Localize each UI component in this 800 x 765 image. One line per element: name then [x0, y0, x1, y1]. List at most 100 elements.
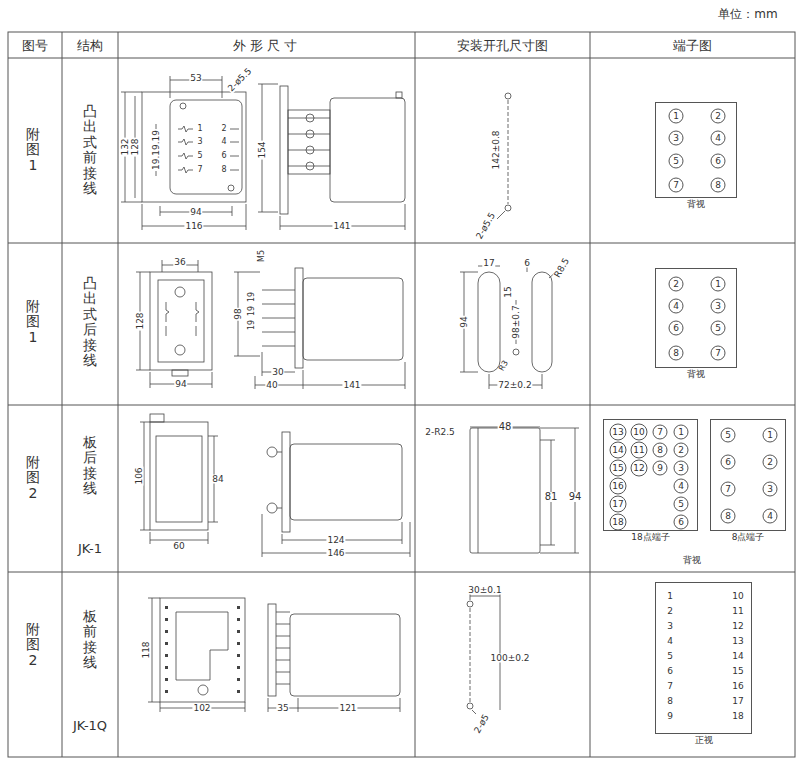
dimension-label: 141 [342, 381, 361, 390]
terminal-circle: 18 [609, 513, 627, 531]
row-heading: 附图1 [26, 299, 40, 345]
terminal-number: 3 [678, 464, 684, 473]
terminal-circle: 6 [720, 454, 736, 470]
row-heading: 凸出式后接线 [83, 276, 97, 368]
terminal-number: 17 [732, 697, 743, 706]
terminal-number: 10 [732, 592, 743, 601]
dimension-label: 2 [220, 125, 227, 133]
terminal-number: 14 [612, 446, 623, 455]
terminal-number: 14 [732, 652, 743, 661]
terminal-number: 17 [612, 500, 623, 509]
terminal-number: 8 [667, 697, 673, 706]
terminal-number: 8 [673, 349, 679, 358]
dimension-label: R8.5 [552, 256, 571, 280]
terminal-circle: 1 [673, 424, 689, 440]
row-heading: 板后接线 [83, 435, 97, 497]
header-cell: 外 形 尺 寸 [232, 39, 298, 52]
terminal-circle: 7 [710, 345, 726, 361]
terminal-number: 10 [633, 428, 644, 437]
terminal-circle: 5 [673, 496, 689, 512]
terminal-number: 4 [767, 512, 773, 521]
dimension-label: 60 [172, 542, 185, 551]
dimension-label: 背视 [682, 556, 702, 565]
dimension-label: 94 [568, 492, 583, 502]
dimension-label: 30 [271, 368, 284, 377]
terminal-circle: 15 [609, 459, 627, 477]
dimension-label: 3 [196, 138, 203, 146]
dimension-label: 1 [196, 125, 203, 133]
dimension-label: 2-ø5.5 [226, 66, 254, 94]
dimension-label: 81 [544, 492, 559, 502]
terminal-circle: 3 [762, 481, 778, 497]
terminal-number: 1 [678, 428, 684, 437]
terminal-circle: 2 [673, 442, 689, 458]
terminal-circle: 6 [668, 320, 684, 336]
outline-drawings [121, 76, 579, 714]
dimension-label: 2-ø5.5 [474, 210, 497, 241]
view-caption: 背视 [687, 370, 705, 379]
terminal-circle: 4 [710, 130, 726, 146]
dimension-label: 106 [135, 466, 144, 485]
terminal-number: 5 [715, 324, 721, 333]
dimension-label: 40 [265, 381, 278, 390]
terminal-number: 1 [667, 592, 673, 601]
dimension-label: 94 [460, 315, 469, 328]
terminal-number: 2 [667, 607, 673, 616]
terminal-number: 7 [657, 428, 663, 437]
terminal-number: 1 [767, 431, 773, 440]
terminal-circle: 5 [710, 320, 726, 336]
terminal-number: 16 [612, 482, 623, 491]
terminal-number: 2 [767, 458, 773, 467]
terminal-number: 13 [612, 428, 623, 437]
header-cell: JK-1Q [72, 719, 108, 732]
header-cell: 单位：mm [717, 8, 778, 20]
terminal-number: 9 [667, 712, 673, 721]
dimension-label: M5 [258, 249, 266, 263]
terminal-number: 5 [678, 500, 684, 509]
dimension-label: 5 [196, 152, 203, 160]
terminal-number: 6 [673, 324, 679, 333]
terminal-circle: 1 [762, 427, 778, 443]
terminal-number: 2 [678, 446, 684, 455]
terminal-circle: 10 [630, 423, 648, 441]
terminal-circle: 4 [673, 478, 689, 494]
terminal-number: 7 [667, 682, 673, 691]
dimension-label: 121 [338, 704, 357, 713]
dimension-label: 132 [121, 137, 130, 156]
terminal-number: 5 [725, 431, 731, 440]
terminal-number: 7 [673, 181, 679, 190]
dimension-label: 84 [211, 475, 224, 484]
terminal-number: 16 [732, 682, 743, 691]
terminal-number: 4 [678, 482, 684, 491]
dimension-label: 30±0.1 [467, 586, 502, 595]
terminal-number: 1 [715, 280, 721, 289]
view-caption: 背视 [687, 200, 705, 209]
dimension-label: 98±0.7 [512, 304, 521, 339]
terminal-number: 3 [673, 134, 679, 143]
view-caption: 8点端子 [732, 533, 765, 542]
terminal-number: 6 [678, 518, 684, 527]
terminal-number: 4 [715, 134, 721, 143]
header-cell: JK-1 [77, 542, 103, 555]
dimension-label: 35 [276, 704, 289, 713]
terminal-circle: 2 [710, 108, 726, 124]
terminal-circle: 3 [668, 130, 684, 146]
dimension-label: 118 [142, 640, 151, 659]
view-caption: 18点端子 [631, 533, 669, 542]
terminal-number: 2 [673, 280, 679, 289]
terminal-circle: 4 [668, 298, 684, 314]
terminal-box: 背视21436587 [655, 268, 737, 368]
terminal-number: 6 [667, 667, 673, 676]
terminal-number: 8 [715, 181, 721, 190]
dimension-label: 94 [174, 380, 187, 389]
header-cell: 图号 [21, 39, 49, 52]
terminal-number: 15 [732, 667, 743, 676]
terminal-number: 4 [673, 302, 679, 311]
dimension-label: 19 [248, 319, 256, 331]
dimension-label: 2-ø5 [473, 712, 492, 736]
terminal-number: 3 [715, 302, 721, 311]
dimension-label: 142±0.8 [492, 129, 501, 170]
dimension-label: 146 [326, 549, 345, 558]
terminal-circle: 2 [762, 454, 778, 470]
